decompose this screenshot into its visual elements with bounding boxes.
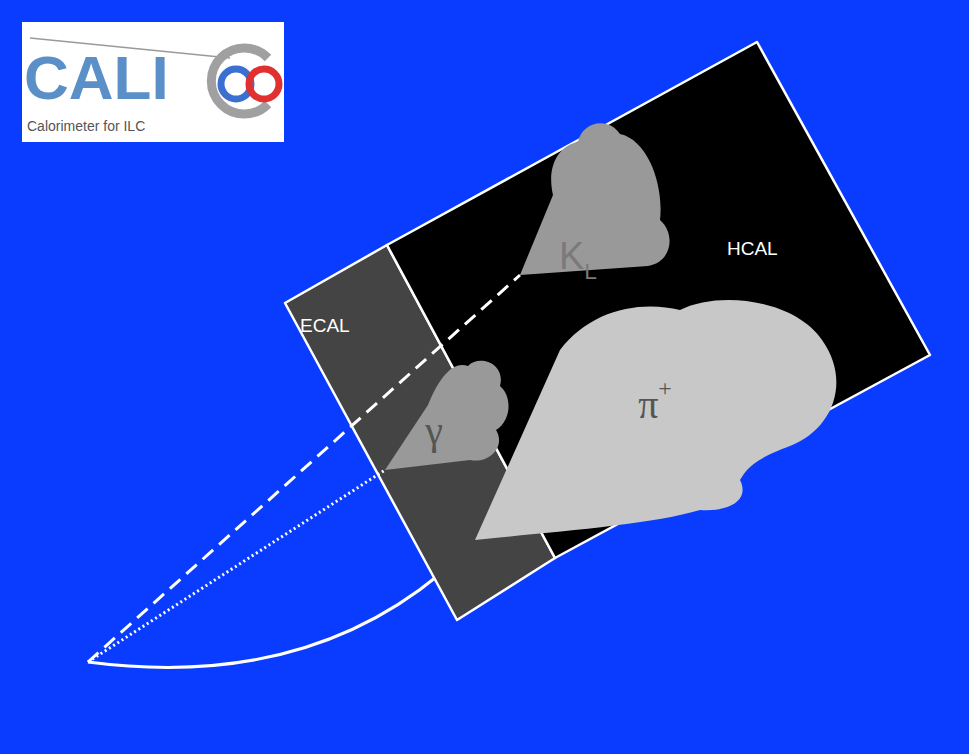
node-label: HCAL bbox=[727, 238, 778, 260]
node-label: γ bbox=[425, 407, 443, 454]
logo-panel bbox=[22, 22, 284, 142]
kaon-shower: KL bbox=[515, 118, 680, 278]
particle-symbol: HCAL bbox=[727, 238, 778, 259]
node-label: π+ bbox=[638, 381, 672, 428]
particle-symbol: K bbox=[559, 235, 584, 277]
symbol-index: + bbox=[658, 375, 672, 401]
node-label: KL bbox=[559, 235, 597, 278]
kaon-shower-outline bbox=[515, 118, 680, 278]
symbol-index: L bbox=[584, 258, 597, 284]
logo-name: CALI bbox=[24, 42, 169, 113]
logo-e-red bbox=[249, 69, 279, 99]
particle-symbol: γ bbox=[425, 408, 443, 453]
pion-shower: π+ bbox=[470, 290, 845, 545]
logo-subtitle: Calorimeter for ILC bbox=[27, 118, 145, 134]
charged-track bbox=[88, 574, 440, 667]
particle-symbol: ECAL bbox=[300, 315, 350, 336]
photon-shower: γ bbox=[382, 355, 512, 475]
logo-ring bbox=[211, 48, 268, 114]
photon-shower-outline bbox=[382, 355, 512, 475]
particle-symbol: π bbox=[638, 382, 658, 427]
node-label: ECAL bbox=[300, 315, 350, 337]
photon-track bbox=[88, 470, 385, 662]
